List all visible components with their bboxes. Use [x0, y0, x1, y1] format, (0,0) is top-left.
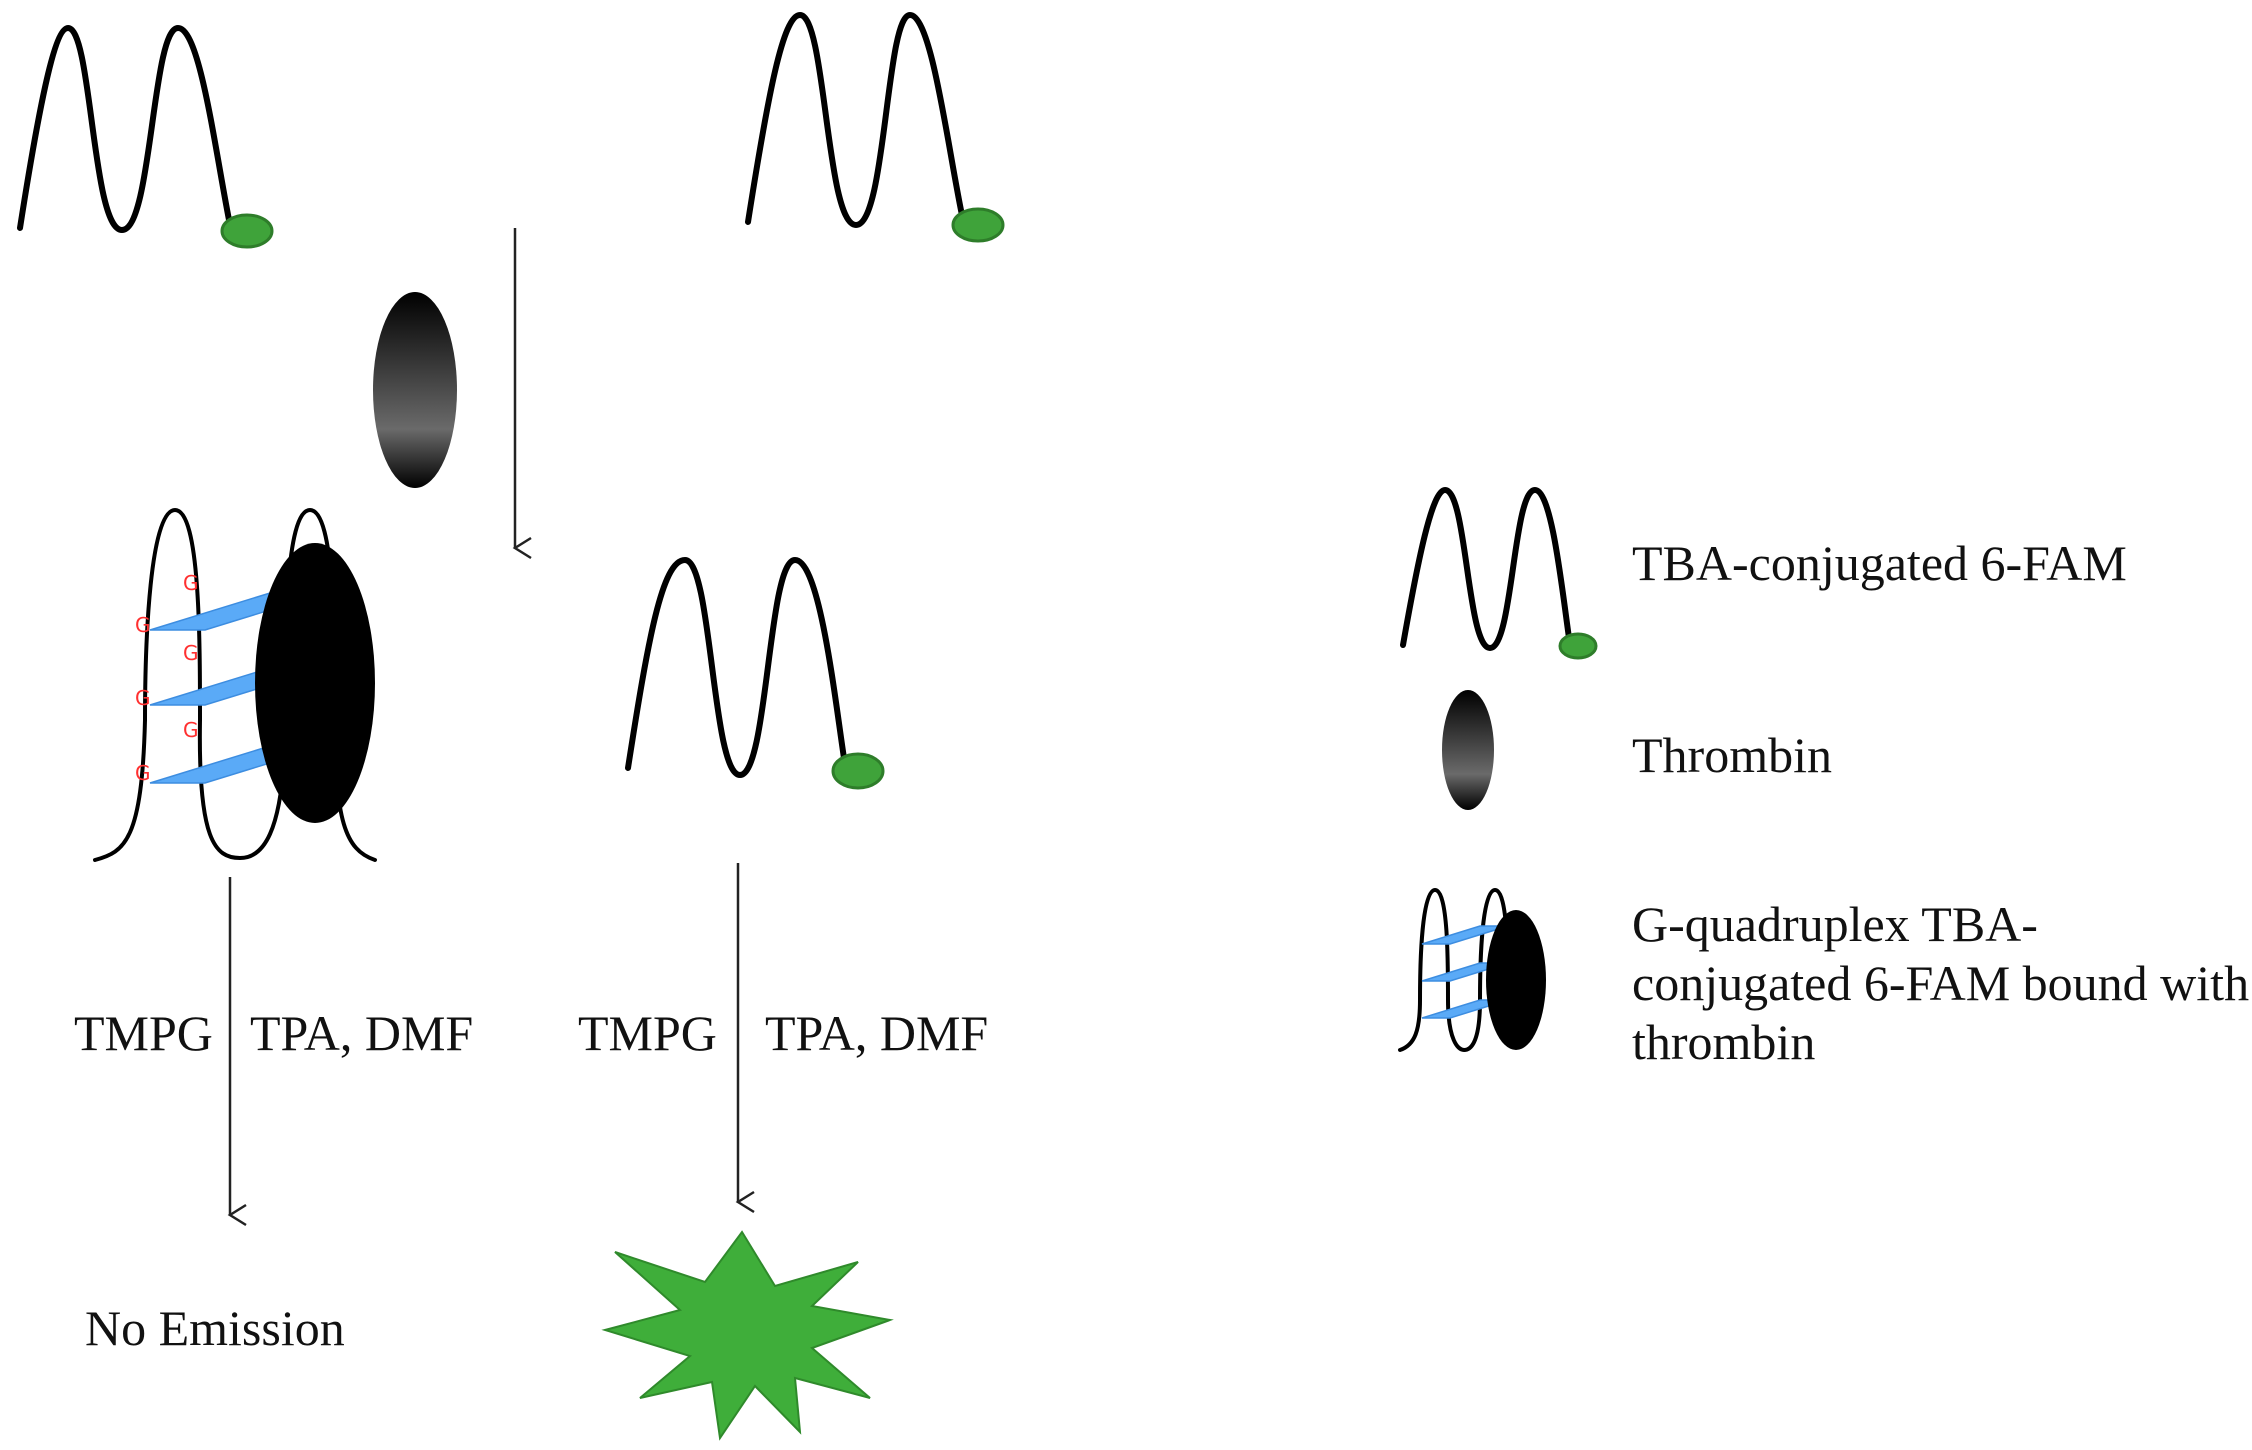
thrombin — [255, 543, 375, 823]
free-aptamer-top-right — [745, 11, 1005, 243]
aptamer-strand — [745, 11, 966, 229]
aptamer-strand — [625, 556, 848, 779]
reagent-label-left-a: TMPG — [74, 1005, 213, 1061]
g-quadruplex-complex: G G G G G G — [93, 507, 377, 862]
reagent-label-left-b: TPA, DMF — [250, 1005, 474, 1061]
legend-complex-icon — [1398, 887, 1546, 1053]
guanine-label: G — [183, 571, 199, 595]
guanine-label: G — [135, 761, 151, 785]
thrombin — [373, 292, 457, 488]
legend-aptamer-icon — [1400, 486, 1598, 660]
aptamer-strand — [17, 24, 233, 234]
reagent-label-right-b: TPA, DMF — [765, 1005, 989, 1061]
free-aptamer-middle — [625, 556, 885, 790]
guanine-label: G — [183, 641, 199, 665]
fluorophore-6fam — [951, 207, 1005, 243]
no-emission-label: No Emission — [85, 1300, 345, 1356]
fluorescence-emission-star — [601, 1230, 894, 1441]
guanine-label: G — [183, 718, 199, 742]
guanine-label: G — [135, 613, 151, 637]
legend-complex-label: G-quadruplex TBA-conjugated 6-FAM bound … — [1632, 896, 2250, 1070]
guanine-label: G — [135, 686, 151, 710]
legend-thrombin-icon — [1442, 690, 1494, 810]
reagent-label-right-a: TMPG — [578, 1005, 717, 1061]
legend-thrombin-label: Thrombin — [1632, 727, 1832, 783]
fluorophore-6fam — [220, 213, 274, 249]
fluorophore-6fam — [831, 752, 885, 790]
free-aptamer-top-left — [17, 24, 274, 249]
legend-tba-label: TBA-conjugated 6-FAM — [1632, 535, 2127, 591]
